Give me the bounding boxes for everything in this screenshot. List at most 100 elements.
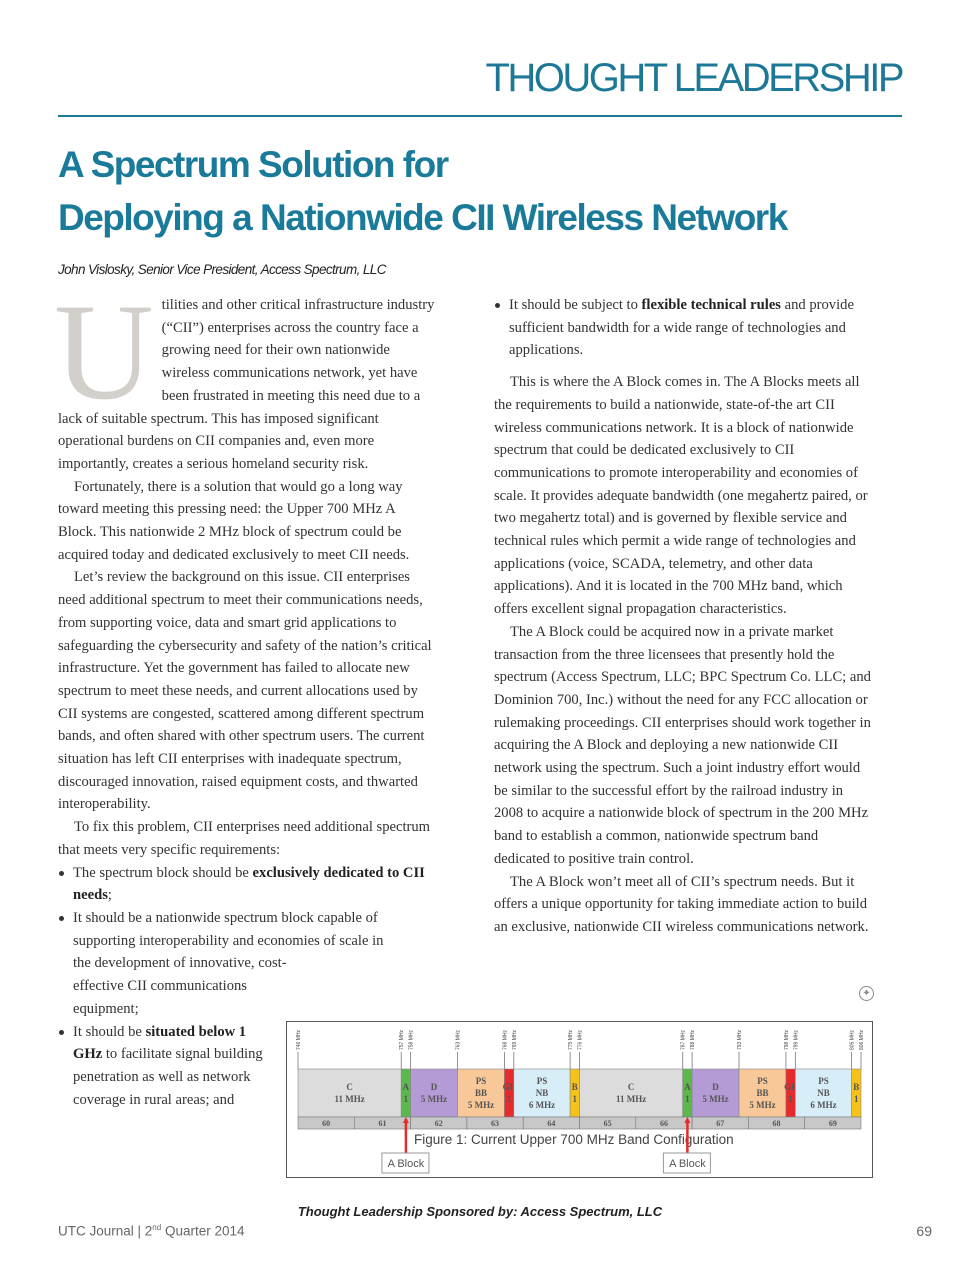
band-block-label: 1 xyxy=(788,1094,793,1104)
frequency-tick-label: 787 MHz xyxy=(681,1029,687,1050)
frequency-tick-label: 763 MHz xyxy=(456,1029,462,1050)
band-block-label: 1 xyxy=(854,1094,859,1104)
channel-label: 69 xyxy=(829,1119,837,1128)
arrow-head-icon xyxy=(684,1117,691,1123)
a-block-callout-label: A Block xyxy=(388,1158,425,1170)
band-block-label: 1 xyxy=(404,1094,409,1104)
a-block-callout-label: A Block xyxy=(669,1158,706,1170)
channel-label: 63 xyxy=(491,1119,499,1128)
bullet-bold-text: exclusively dedicated to CII needs xyxy=(73,864,425,904)
channel-label: 62 xyxy=(435,1119,443,1128)
frequency-tick-label: 758 MHz xyxy=(409,1029,415,1050)
figure-caption: Figure 1: Current Upper 700 MHz Band Con… xyxy=(414,1132,734,1147)
channel-label: 65 xyxy=(604,1119,612,1128)
band-block-label: PS xyxy=(757,1076,768,1086)
band-block-label: A xyxy=(403,1082,410,1092)
bullet-item: It should be subject to flexible technic… xyxy=(494,294,872,362)
frequency-tick-label: 757 MHz xyxy=(399,1029,405,1050)
article-title-line-2: Deploying a Nationwide CII Wireless Netw… xyxy=(58,197,788,238)
band-block-label: D xyxy=(431,1082,438,1092)
byline: John Vislosky, Senior Vice President, Ac… xyxy=(58,262,386,277)
band-configuration-figure: 746 MHz 757 MHz 758 MHz 763 MHz 768 MHz 769 M… xyxy=(286,1021,873,1178)
end-mark-icon: ✦ xyxy=(859,986,874,1001)
ordinal-suffix: nd xyxy=(152,1223,162,1232)
band-block xyxy=(785,1068,796,1118)
bullet-text: to facilitate signal building penetratio… xyxy=(73,1046,263,1108)
band-block-label: PS xyxy=(476,1076,487,1086)
paragraph: To fix this problem, CII enterprises nee… xyxy=(58,819,431,858)
band-block xyxy=(579,1068,684,1118)
frequency-tick-label: 769 MHz xyxy=(512,1029,518,1050)
channel-label: 61 xyxy=(378,1119,386,1128)
band-block xyxy=(851,1068,862,1118)
band-block-label: 5 MHz xyxy=(749,1100,775,1110)
band-block-label: BB xyxy=(475,1088,487,1098)
paragraph: The A Block could be acquired now in a p… xyxy=(494,623,871,867)
frequency-tick-label: 806 MHz xyxy=(859,1029,865,1050)
frequency-tick-label: 799 MHz xyxy=(793,1029,799,1050)
band-block xyxy=(569,1068,580,1118)
band-block xyxy=(400,1068,411,1118)
band-block-label: 5 MHz xyxy=(421,1094,447,1104)
band-block xyxy=(410,1068,458,1118)
journal-quarter: Quarter 2014 xyxy=(161,1223,245,1239)
section-header: THOUGHT LEADERSHIP xyxy=(485,56,904,100)
band-block-label: GB xyxy=(503,1082,516,1092)
band-block-label: PS xyxy=(537,1076,548,1086)
bullet-text: It should be a nationwide spectrum block… xyxy=(73,909,384,949)
band-block-label: C xyxy=(628,1082,635,1092)
band-block-label: GB xyxy=(784,1082,797,1092)
bullet-text: It should be xyxy=(73,1023,146,1040)
band-block-label: 11 MHz xyxy=(334,1094,364,1104)
band-block xyxy=(795,1068,852,1118)
frequency-tick-label: 768 MHz xyxy=(502,1029,508,1050)
channel-label: 60 xyxy=(322,1119,330,1128)
band-block-label: D xyxy=(712,1082,719,1092)
frequency-tick-label: 805 MHz xyxy=(850,1029,856,1050)
band-block-label: 6 MHz xyxy=(529,1100,555,1110)
paragraph: Let’s review the background on this issu… xyxy=(58,569,432,813)
article-title-line-1: A Spectrum Solution for xyxy=(58,144,449,185)
band-block xyxy=(738,1068,787,1118)
band-block-label: 1 xyxy=(507,1094,512,1104)
band-block-label: 5 MHz xyxy=(702,1094,728,1104)
band-block-label: BB xyxy=(756,1088,768,1098)
band-block-label: NB xyxy=(817,1088,830,1098)
band-block xyxy=(504,1068,515,1118)
frequency-tick-label: 798 MHz xyxy=(784,1029,790,1050)
bullet-text: ; xyxy=(107,887,112,904)
band-block-label: B xyxy=(853,1082,859,1092)
right-column: It should be subject to flexible technic… xyxy=(494,294,872,939)
header-divider xyxy=(58,115,902,117)
paragraph: tilities and other critical infrastructu… xyxy=(58,297,435,472)
band-block-label: NB xyxy=(536,1088,549,1098)
band-block xyxy=(691,1068,740,1118)
band-block-label: B xyxy=(572,1082,578,1092)
band-block-label: PS xyxy=(818,1076,829,1086)
journal-name: UTC Journal | 2 xyxy=(58,1223,153,1239)
bullet-item: The spectrum block should be exclusively… xyxy=(58,862,436,907)
frequency-tick-label: 746 MHz xyxy=(296,1029,302,1050)
drop-cap: U xyxy=(54,275,154,428)
frequency-tick-label: 793 MHz xyxy=(737,1029,743,1050)
channel-label: 66 xyxy=(660,1119,668,1128)
sponsor-line: Thought Leadership Sponsored by: Access … xyxy=(297,1204,663,1219)
a-block-callout-box xyxy=(381,1152,430,1174)
left-column: U tilities and other critical infrastruc… xyxy=(54,283,436,1111)
band-block xyxy=(682,1068,693,1118)
channel-cell xyxy=(804,1116,862,1130)
band-block-label: 1 xyxy=(685,1094,690,1104)
band-block-label: C xyxy=(346,1082,353,1092)
band-block xyxy=(297,1068,402,1118)
bullet-text-continued: the development of innovative, cost-effe… xyxy=(73,955,287,1017)
bullet-text: and provide sufficient bandwidth for a w… xyxy=(509,297,854,359)
channel-label: 64 xyxy=(547,1119,555,1128)
band-block-label: 1 xyxy=(573,1094,578,1104)
bullet-item: It should be a nationwide spectrum block… xyxy=(58,907,436,1021)
paragraph: Fortunately, there is a solution that wo… xyxy=(58,478,410,563)
band-chart: 746 MHz 757 MHz 758 MHz 763 MHz 768 MHz 769 M… xyxy=(296,1029,865,1174)
arrow-head-icon xyxy=(402,1117,409,1123)
band-block-label: 5 MHz xyxy=(468,1100,494,1110)
band-block-label: A xyxy=(684,1082,691,1092)
frequency-tick-label: 776 MHz xyxy=(578,1029,584,1050)
